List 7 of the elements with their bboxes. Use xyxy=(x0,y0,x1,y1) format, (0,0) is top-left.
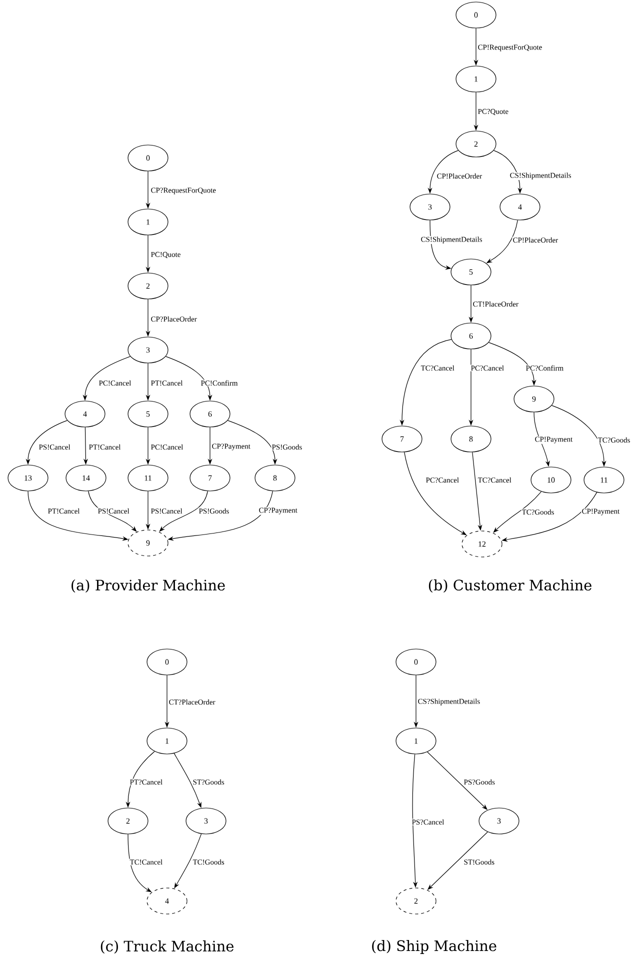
subfigure-caption: (d) Ship Machine xyxy=(372,940,496,954)
arrow xyxy=(88,490,137,532)
subfigure-caption: (c) Truck Machine xyxy=(100,940,234,954)
subfigure-caption: (a) Provider Machine xyxy=(72,579,225,593)
arrow xyxy=(159,490,208,532)
subfigure-caption: (b) Customer Machine xyxy=(428,579,592,593)
arrow xyxy=(493,491,542,533)
